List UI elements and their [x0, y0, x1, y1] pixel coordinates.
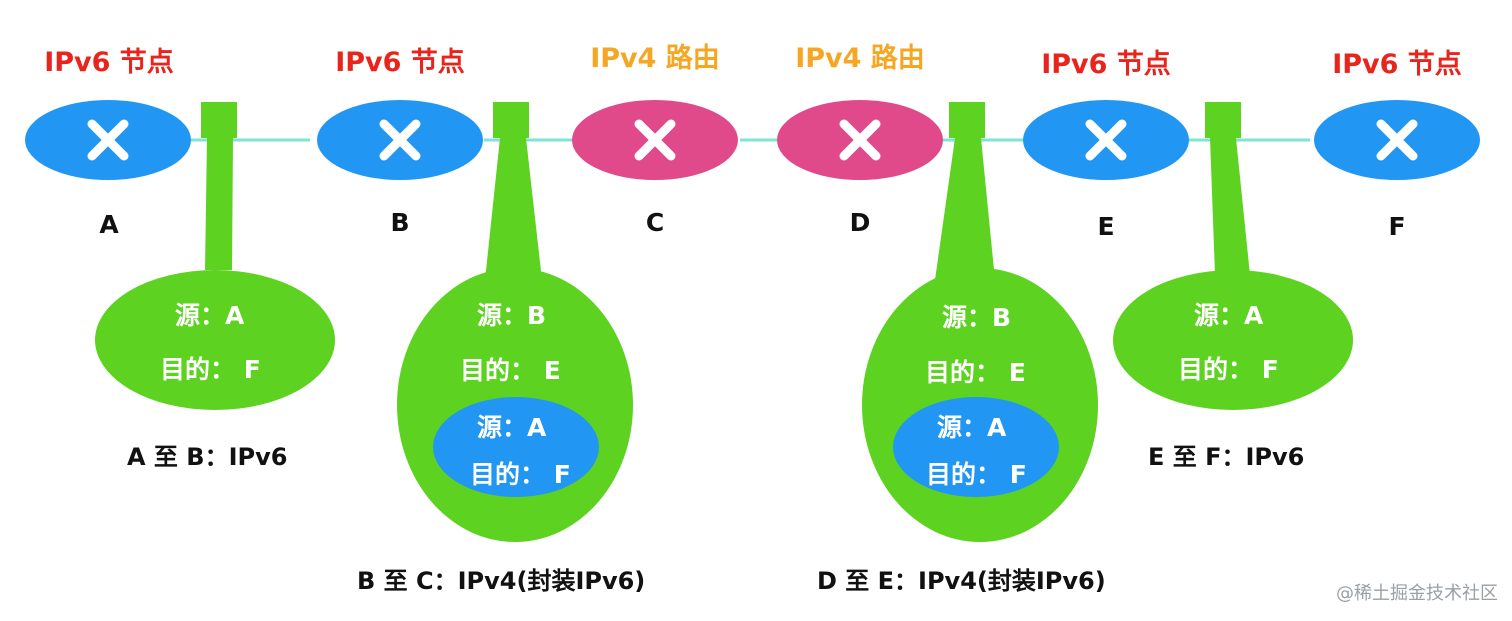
- cross-icon: [634, 119, 676, 161]
- node-b-id: B: [390, 208, 410, 237]
- packet-3-destination: 目的： E: [925, 358, 1026, 387]
- packet-3-inner-destination: 目的： F: [926, 460, 1027, 489]
- packet-4-destination: 目的： F: [1178, 355, 1279, 384]
- packet-2-inner-destination: 目的： F: [470, 460, 571, 489]
- packet-3-source: 源：B: [942, 303, 1012, 332]
- node-c-type-label: IPv4 路由: [590, 43, 720, 74]
- node-d-id: D: [849, 208, 871, 237]
- packet-2-inner-source: 源：A: [477, 413, 547, 442]
- packet-4-source: 源：A: [1194, 301, 1264, 330]
- packet-marker-2: [493, 102, 529, 138]
- packet-1-source: 源：A: [175, 301, 245, 330]
- packet-bubble-4: [1113, 270, 1353, 410]
- node-e-type-label: IPv6 节点: [1041, 49, 1171, 80]
- callout-tail-2: [485, 138, 542, 280]
- cross-icon: [1376, 119, 1418, 161]
- packet-2-destination: 目的： E: [460, 356, 561, 385]
- node-f-type-label: IPv6 节点: [1332, 49, 1462, 80]
- watermark: @稀土掘金技术社区: [1336, 583, 1498, 604]
- node-c-id: C: [645, 208, 665, 237]
- callout-tail-3: [935, 138, 995, 280]
- packet-2-source: 源：B: [477, 301, 547, 330]
- node-a-id: A: [99, 210, 119, 239]
- packet-marker-1: [201, 102, 237, 138]
- node-b-type-label: IPv6 节点: [335, 47, 465, 78]
- callout-tail-4: [1210, 138, 1250, 275]
- cross-icon: [379, 119, 421, 161]
- caption-a-to-b: A 至 B：IPv6: [127, 443, 288, 471]
- callout-tail-1: [205, 138, 233, 270]
- packet-bubble-1: [95, 270, 335, 410]
- caption-e-to-f: E 至 F：IPv6: [1148, 443, 1305, 471]
- packet-1-destination: 目的： F: [160, 355, 261, 384]
- cross-icon: [87, 119, 129, 161]
- node-a-type-label: IPv6 节点: [44, 47, 174, 78]
- inner-packet-bubble-3: [893, 397, 1059, 497]
- node-f-id: F: [1388, 212, 1406, 241]
- node-e-id: E: [1097, 212, 1115, 241]
- inner-packet-bubble-2: [433, 397, 599, 497]
- caption-b-to-c: B 至 C：IPv4(封装IPv6): [357, 567, 646, 595]
- caption-d-to-e: D 至 E：IPv4(封装IPv6): [817, 567, 1106, 595]
- packet-marker-3: [949, 102, 985, 138]
- packet-3-inner-source: 源：A: [937, 413, 1007, 442]
- packet-marker-4: [1205, 102, 1241, 138]
- node-d-type-label: IPv4 路由: [795, 43, 925, 74]
- cross-icon: [839, 119, 881, 161]
- cross-icon: [1085, 119, 1127, 161]
